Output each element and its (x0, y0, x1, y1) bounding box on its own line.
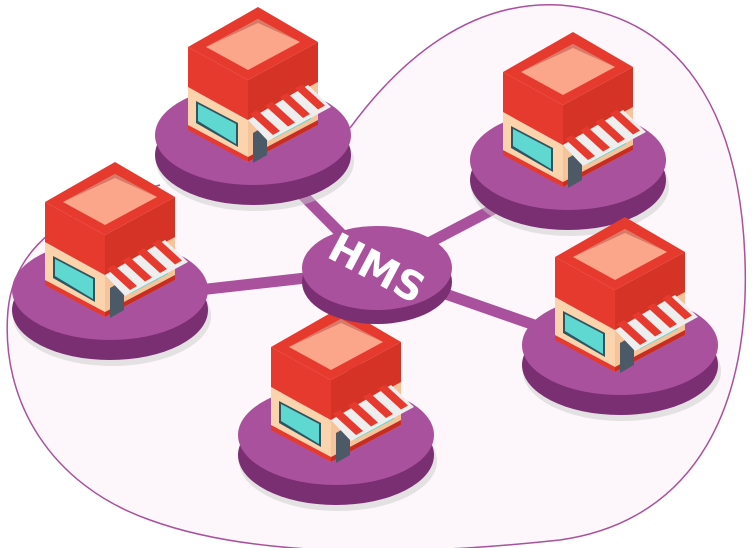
hms-hub[interactable]: HMS (302, 225, 452, 324)
store-top-left[interactable] (155, 7, 354, 211)
store-right[interactable] (522, 217, 721, 421)
store-top-right[interactable] (470, 32, 669, 236)
store-bottom[interactable] (238, 307, 437, 511)
store-left[interactable] (12, 162, 211, 366)
